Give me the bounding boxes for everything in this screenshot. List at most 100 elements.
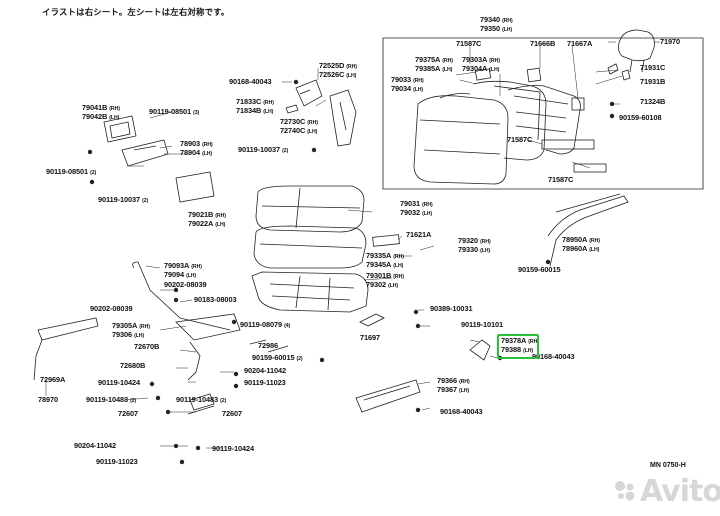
part-label-78970: 78970 (38, 396, 58, 404)
part-label-72670b: 72670B (134, 343, 159, 351)
seatback-group-box (382, 37, 704, 190)
part-side-suffix: (RH) (393, 274, 404, 280)
part-label-90204-11042b: 90204-11042 (74, 442, 116, 450)
part-label-90119-10037-2a: 90119-10037(2) (238, 146, 288, 155)
part-number: 71970 (660, 37, 681, 46)
part-number-line: 79304A(LH) (462, 65, 500, 74)
part-side-suffix: (RH) (307, 120, 318, 126)
part-label-90119-10424b: 90119-10424 (212, 445, 254, 453)
part-number: 79021B (188, 210, 214, 219)
part-number-line: 79375A(RH) (415, 56, 453, 65)
part-label-79041b: 79041B(RH)79042B(LH) (82, 104, 120, 122)
part-label-90119-10424a: 90119-10424 (98, 379, 140, 387)
part-number: 72525D (319, 61, 345, 70)
part-number-line: 71834B(LH) (236, 107, 274, 116)
part-number-line: 90119-11023 (96, 458, 138, 466)
part-71587c-c (573, 163, 607, 173)
part-number: 79304A (462, 64, 488, 73)
part-label-71667a: 71667A (567, 40, 592, 48)
part-number: 78904 (180, 148, 201, 157)
part-side-suffix: (LH) (388, 283, 399, 289)
part-side-suffix: (2) (220, 398, 227, 404)
part-number: 79378A (501, 336, 527, 345)
part-number: 79031 (400, 199, 421, 208)
part-71621a (372, 234, 400, 247)
part-number-line: 90183-08003 (194, 295, 237, 304)
part-side-suffix: (RH) (442, 58, 453, 64)
part-number: 71833C (236, 97, 262, 106)
part-number-line: 90119-11023 (244, 379, 286, 387)
part-number: 79301B (366, 271, 392, 280)
headrest (618, 29, 655, 62)
part-number-line: 90119-10483(2) (86, 396, 136, 405)
part-side-suffix: (LH) (134, 333, 145, 339)
part-number: 79032 (400, 208, 421, 217)
part-number: 90119-10037 (238, 145, 281, 154)
part-number: 72607 (222, 409, 243, 418)
part-number-line: 71697 (360, 334, 380, 342)
part-side-suffix: (LH) (263, 109, 274, 115)
part-label-79340: 79340(RH)79350(LH) (480, 16, 513, 34)
part-number-line: 79022A(LH) (188, 220, 226, 229)
part-number-line: 90168-40043 (229, 78, 272, 86)
part-side-suffix: (LH) (346, 73, 357, 79)
part-label-90159-60015a: 90159-60015 (518, 266, 561, 274)
part-79378a (469, 339, 491, 361)
strap-78950a (547, 195, 629, 267)
part-label-79320: 79320(RH)79330(LH) (458, 237, 491, 255)
part-side-suffix: (LH) (413, 87, 424, 93)
part-number: 90119-10037 (98, 195, 141, 204)
part-label-90159-60015b: 90159-60015(2) (252, 354, 303, 363)
part-side-suffix: (RH) (480, 239, 491, 245)
part-side-suffix: (RH) (589, 238, 600, 244)
part-number-line: 72670B (134, 343, 159, 351)
part-number: 72680B (120, 361, 146, 370)
part-number-line: 79378A(RH) (501, 337, 539, 346)
seatback-pad (473, 80, 547, 161)
part-label-79021b: 79021B(RH)79022A(LH) (188, 211, 226, 229)
seat-cushion-frame (251, 271, 369, 313)
part-side-suffix: (LH) (202, 151, 213, 157)
part-label-90119-10483a: 90119-10483(2) (86, 396, 136, 405)
part-71697 (359, 313, 385, 327)
part-number-line: 71587C (548, 176, 573, 184)
part-side-suffix: (LH) (480, 248, 491, 254)
part-number-line: 90119-10424 (98, 379, 140, 387)
part-number-line: 72730C(RH) (280, 118, 318, 127)
part-label-72680b: 72680B (120, 362, 145, 370)
part-number: 71587C (548, 175, 574, 184)
part-label-72969a: 72969A (40, 376, 65, 384)
part-side-suffix: (LH) (307, 129, 318, 135)
part-number: 90119-08501 (46, 167, 89, 176)
part-number-line: 79350(LH) (480, 25, 513, 34)
lever-79305a (175, 313, 241, 341)
part-number-line: 79301B(RH) (366, 272, 404, 281)
part-number: 72670B (134, 342, 160, 351)
part-number-line: 79367(LH) (437, 386, 470, 395)
part-side-suffix: (LH) (589, 247, 600, 253)
part-label-71833c: 71833C(RH)71834B(LH) (236, 98, 274, 116)
part-label-71587c-a: 71587C (456, 40, 481, 48)
part-number: 79330 (458, 245, 479, 254)
part-label-72525d: 72525D(RH)72526C(LH) (319, 62, 357, 80)
part-number-line: 72607 (118, 410, 138, 418)
part-number-line: 90202-08039 (90, 305, 133, 313)
watermark: Avito (640, 474, 720, 509)
part-label-90168-40043a: 90168-40043 (229, 78, 272, 86)
part-label-79366: 79366(RH)79367(LH) (437, 377, 470, 395)
part-number-line: 90159-60015 (518, 266, 561, 274)
part-number: 71667A (567, 39, 593, 48)
part-side-suffix: (2) (142, 198, 149, 204)
part-number: 79366 (437, 376, 458, 385)
part-number-line: 71931B (640, 78, 665, 86)
part-side-suffix: (RH) (528, 339, 539, 345)
part-number: 79094 (164, 270, 185, 279)
part-label-71931b: 71931B (640, 78, 665, 86)
part-number: 79303A (462, 55, 488, 64)
part-number-line: 90202-08039 (164, 281, 207, 289)
part-number: 90168-40043 (532, 352, 575, 361)
part-number: 90183-08003 (194, 295, 237, 304)
part-side-suffix: (LH) (489, 67, 500, 73)
part-number-line: 79330(LH) (458, 246, 491, 255)
part-label-90204-11042a: 90204-11042 (244, 367, 286, 375)
